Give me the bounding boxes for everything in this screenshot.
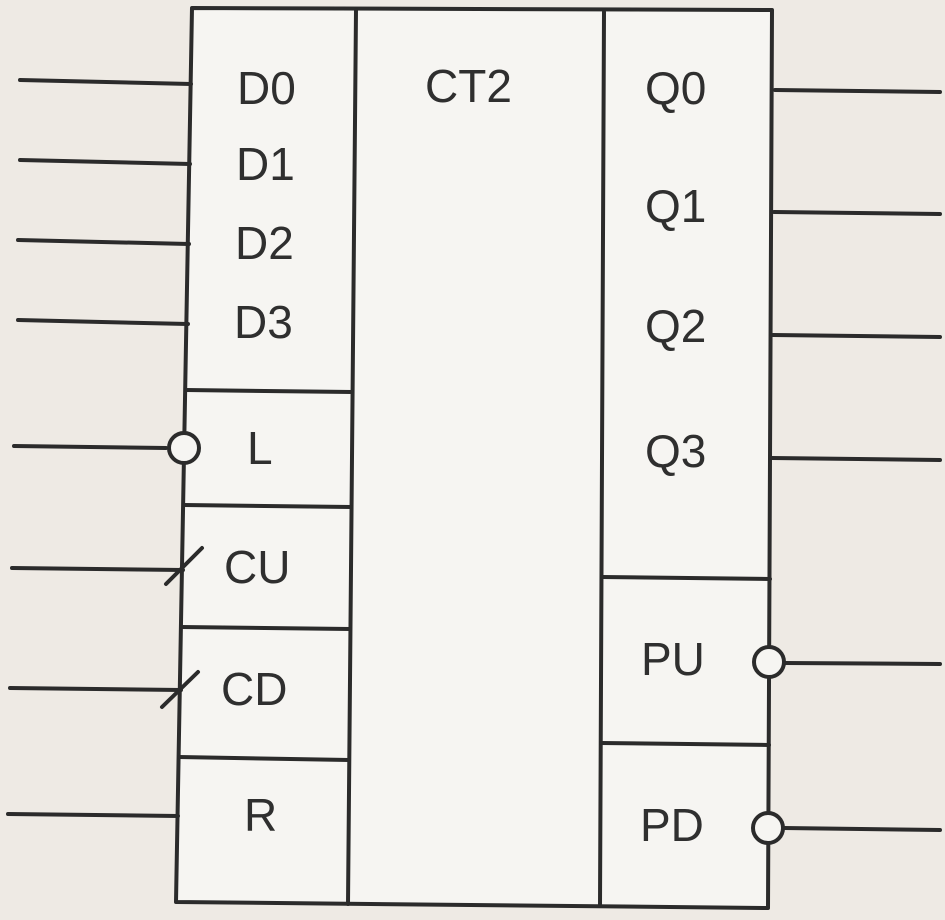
pu-label: PU	[641, 633, 705, 685]
cd-edge-slash	[160, 670, 200, 709]
cu-edge-slash	[164, 546, 204, 586]
r-input-line	[6, 812, 180, 818]
cu-input-line	[10, 566, 185, 572]
pu-inversion-bubble	[752, 645, 786, 679]
d3-input-line	[16, 318, 190, 326]
cu-label: CU	[224, 541, 290, 593]
l-inversion-bubble	[167, 431, 201, 465]
d0-label: D0	[237, 62, 296, 114]
q1-output-line	[772, 210, 942, 216]
q1-label: Q1	[645, 180, 706, 232]
separator-data-load	[184, 388, 354, 394]
pd-output-line	[782, 826, 942, 832]
cd-label: CD	[221, 663, 287, 715]
pu-output-line	[783, 661, 942, 666]
chip-body	[174, 6, 774, 910]
separator-pu-pd	[599, 741, 771, 747]
separator-q-pu	[600, 575, 772, 581]
pd-label: PD	[640, 799, 704, 851]
q0-output-line	[773, 88, 942, 94]
d3-label: D3	[234, 296, 293, 348]
q0-label: Q0	[645, 62, 706, 114]
d0-input-line	[18, 78, 193, 86]
right-column-divider	[598, 10, 606, 908]
separator-cd-r	[177, 755, 351, 762]
l-input-line	[12, 444, 168, 450]
q2-output-line	[771, 333, 942, 339]
chip-title: CT2	[425, 60, 512, 112]
d2-input-line	[16, 238, 191, 246]
separator-cu-cd	[179, 625, 352, 631]
q3-output-line	[770, 456, 942, 462]
d1-label: D1	[236, 138, 295, 190]
d2-label: D2	[235, 217, 294, 269]
q3-label: Q3	[645, 425, 706, 477]
r-label: R	[244, 789, 277, 841]
separator-load-cu	[182, 503, 353, 509]
q2-label: Q2	[645, 300, 706, 352]
left-column-divider	[346, 8, 358, 906]
pd-inversion-bubble	[751, 811, 785, 845]
d1-input-line	[18, 158, 192, 166]
cd-input-line	[8, 686, 183, 692]
l-label: L	[247, 422, 273, 474]
